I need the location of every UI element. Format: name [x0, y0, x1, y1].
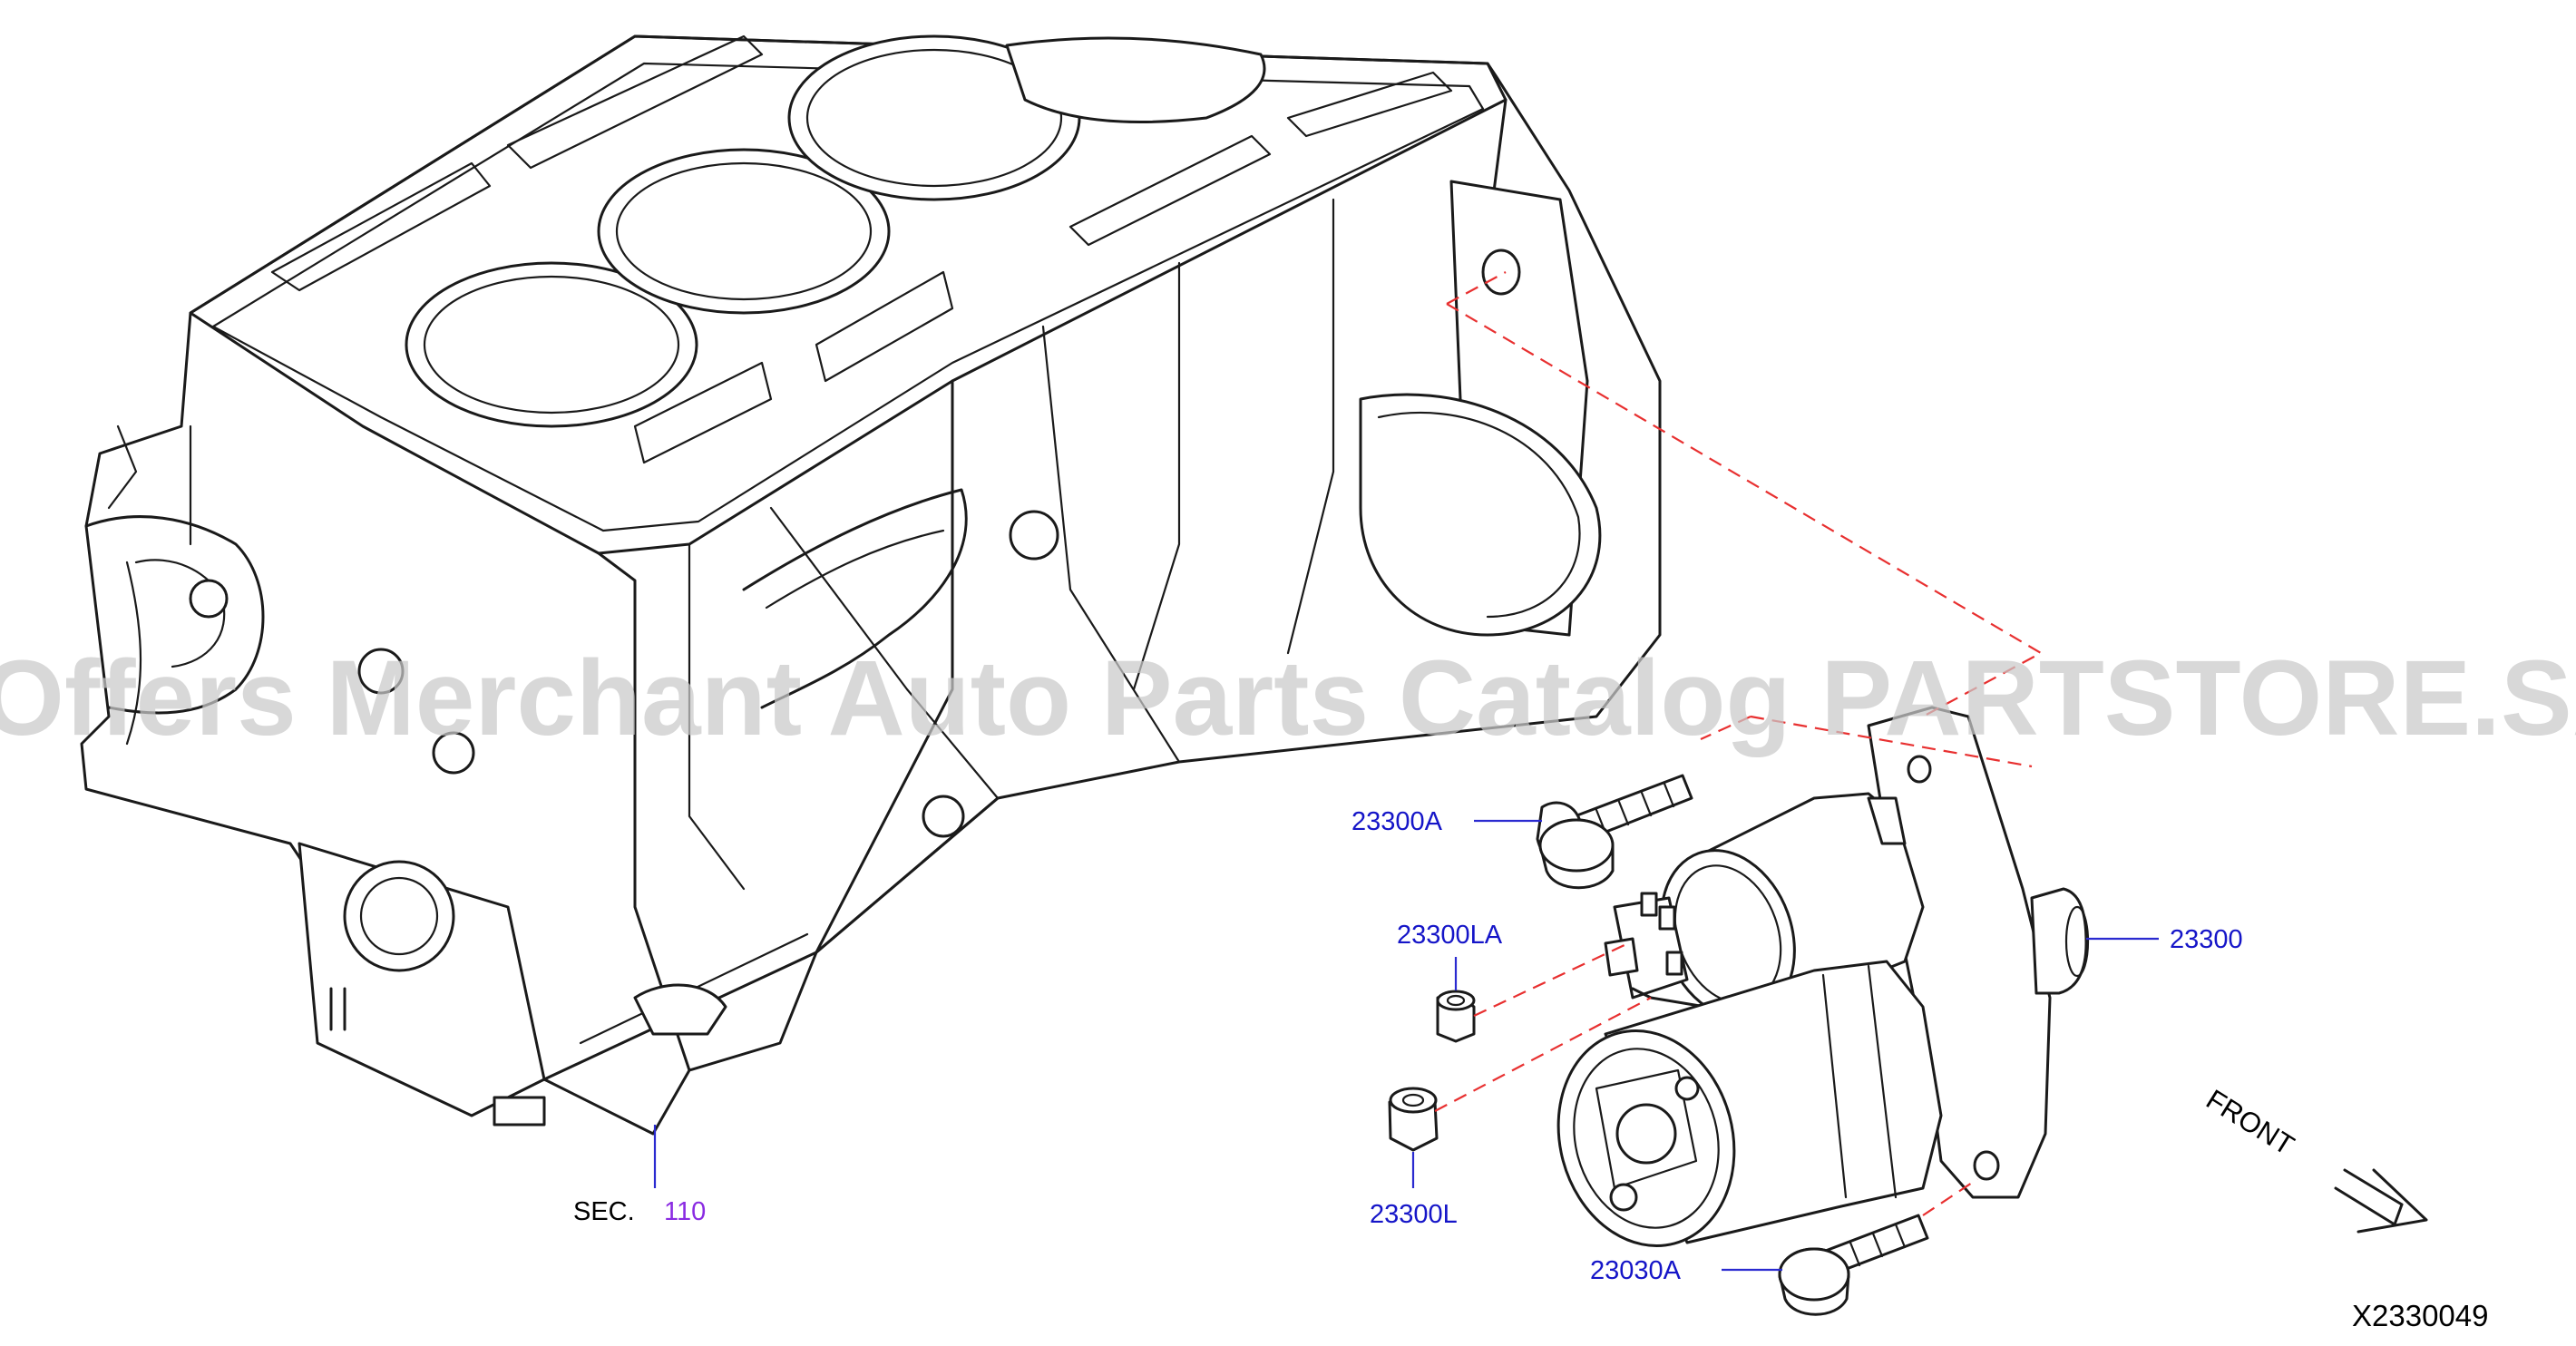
engine-block-drawing	[80, 34, 1662, 1136]
label-23300A[interactable]: 23300A	[1351, 807, 1443, 836]
diagram-code: X2330049	[2352, 1299, 2488, 1332]
section-number-link[interactable]: 110	[664, 1197, 706, 1226]
nut-23300L-drawing	[1388, 1087, 1439, 1152]
section-prefix: SEC.	[573, 1197, 635, 1226]
assembly-guide-lines	[1434, 271, 2044, 1216]
watermark-text: Offers Merchant Auto Parts Catalog PARTS…	[0, 639, 2576, 758]
label-23300L[interactable]: 23300L	[1370, 1200, 1458, 1229]
label-23300LA[interactable]: 23300LA	[1397, 921, 1503, 950]
bolt-23030A-drawing	[1778, 1214, 1929, 1316]
starter-motor-drawing	[1556, 706, 2090, 1247]
label-23030A[interactable]: 23030A	[1590, 1256, 1682, 1285]
label-23300[interactable]: 23300	[2170, 925, 2243, 954]
leader-lines	[653, 819, 2159, 1272]
nut-23300LA-drawing	[1436, 990, 1476, 1043]
front-label: FRONT	[2200, 1083, 2299, 1161]
front-arrow-icon	[2334, 1168, 2428, 1234]
bolt-23300A-drawing	[1536, 774, 1693, 890]
